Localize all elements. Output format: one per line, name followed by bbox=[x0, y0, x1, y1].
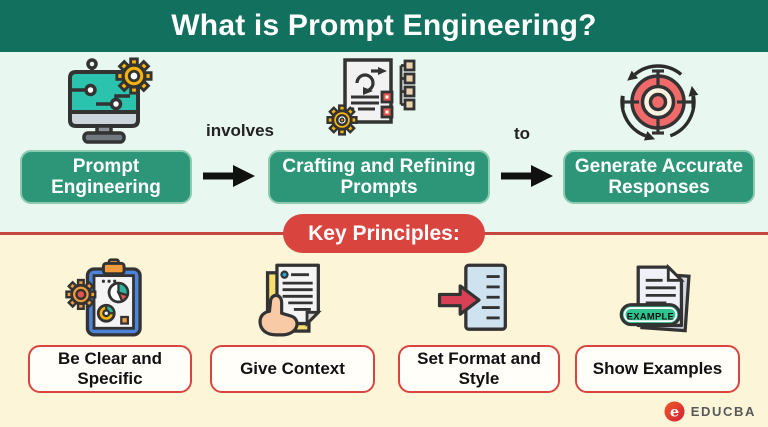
right-arrow-icon bbox=[501, 164, 553, 188]
flow-step-prompt-engineering: Prompt Engineering bbox=[20, 150, 192, 204]
key-principles-banner: Key Principles: bbox=[283, 214, 485, 253]
educba-logo-icon: e bbox=[664, 400, 685, 422]
principle-be-clear-specific: Be Clear and Specific bbox=[28, 345, 192, 393]
document-insert-arrow-icon bbox=[432, 258, 526, 344]
svg-text:e: e bbox=[670, 404, 679, 420]
target-cycle-arrows-icon bbox=[608, 56, 708, 148]
connector-label-involves: involves bbox=[205, 121, 275, 140]
brand-logo: e EDUCBA bbox=[664, 399, 756, 423]
example-stamp-text: EXAMPLE bbox=[627, 310, 674, 321]
principle-set-format-style: Set Format and Style bbox=[398, 345, 560, 393]
document-process-gear-icon bbox=[325, 56, 425, 148]
monitor-circuit-gear-icon bbox=[56, 56, 156, 148]
document-example-stamp-icon: EXAMPLE bbox=[610, 258, 704, 344]
principle-show-examples: Show Examples bbox=[575, 345, 740, 393]
brand-name: EDUCBA bbox=[690, 403, 756, 419]
header-banner: What is Prompt Engineering? bbox=[0, 0, 768, 52]
clipboard-charts-gear-icon bbox=[63, 258, 157, 344]
page-title: What is Prompt Engineering? bbox=[171, 9, 597, 42]
right-arrow-icon bbox=[203, 164, 255, 188]
document-pointing-hand-icon bbox=[245, 258, 339, 344]
principle-give-context: Give Context bbox=[210, 345, 375, 393]
connector-label-to: to bbox=[513, 124, 531, 143]
flow-step-generate-responses: Generate Accurate Responses bbox=[563, 150, 755, 204]
flow-step-crafting-refining: Crafting and Refining Prompts bbox=[268, 150, 490, 204]
